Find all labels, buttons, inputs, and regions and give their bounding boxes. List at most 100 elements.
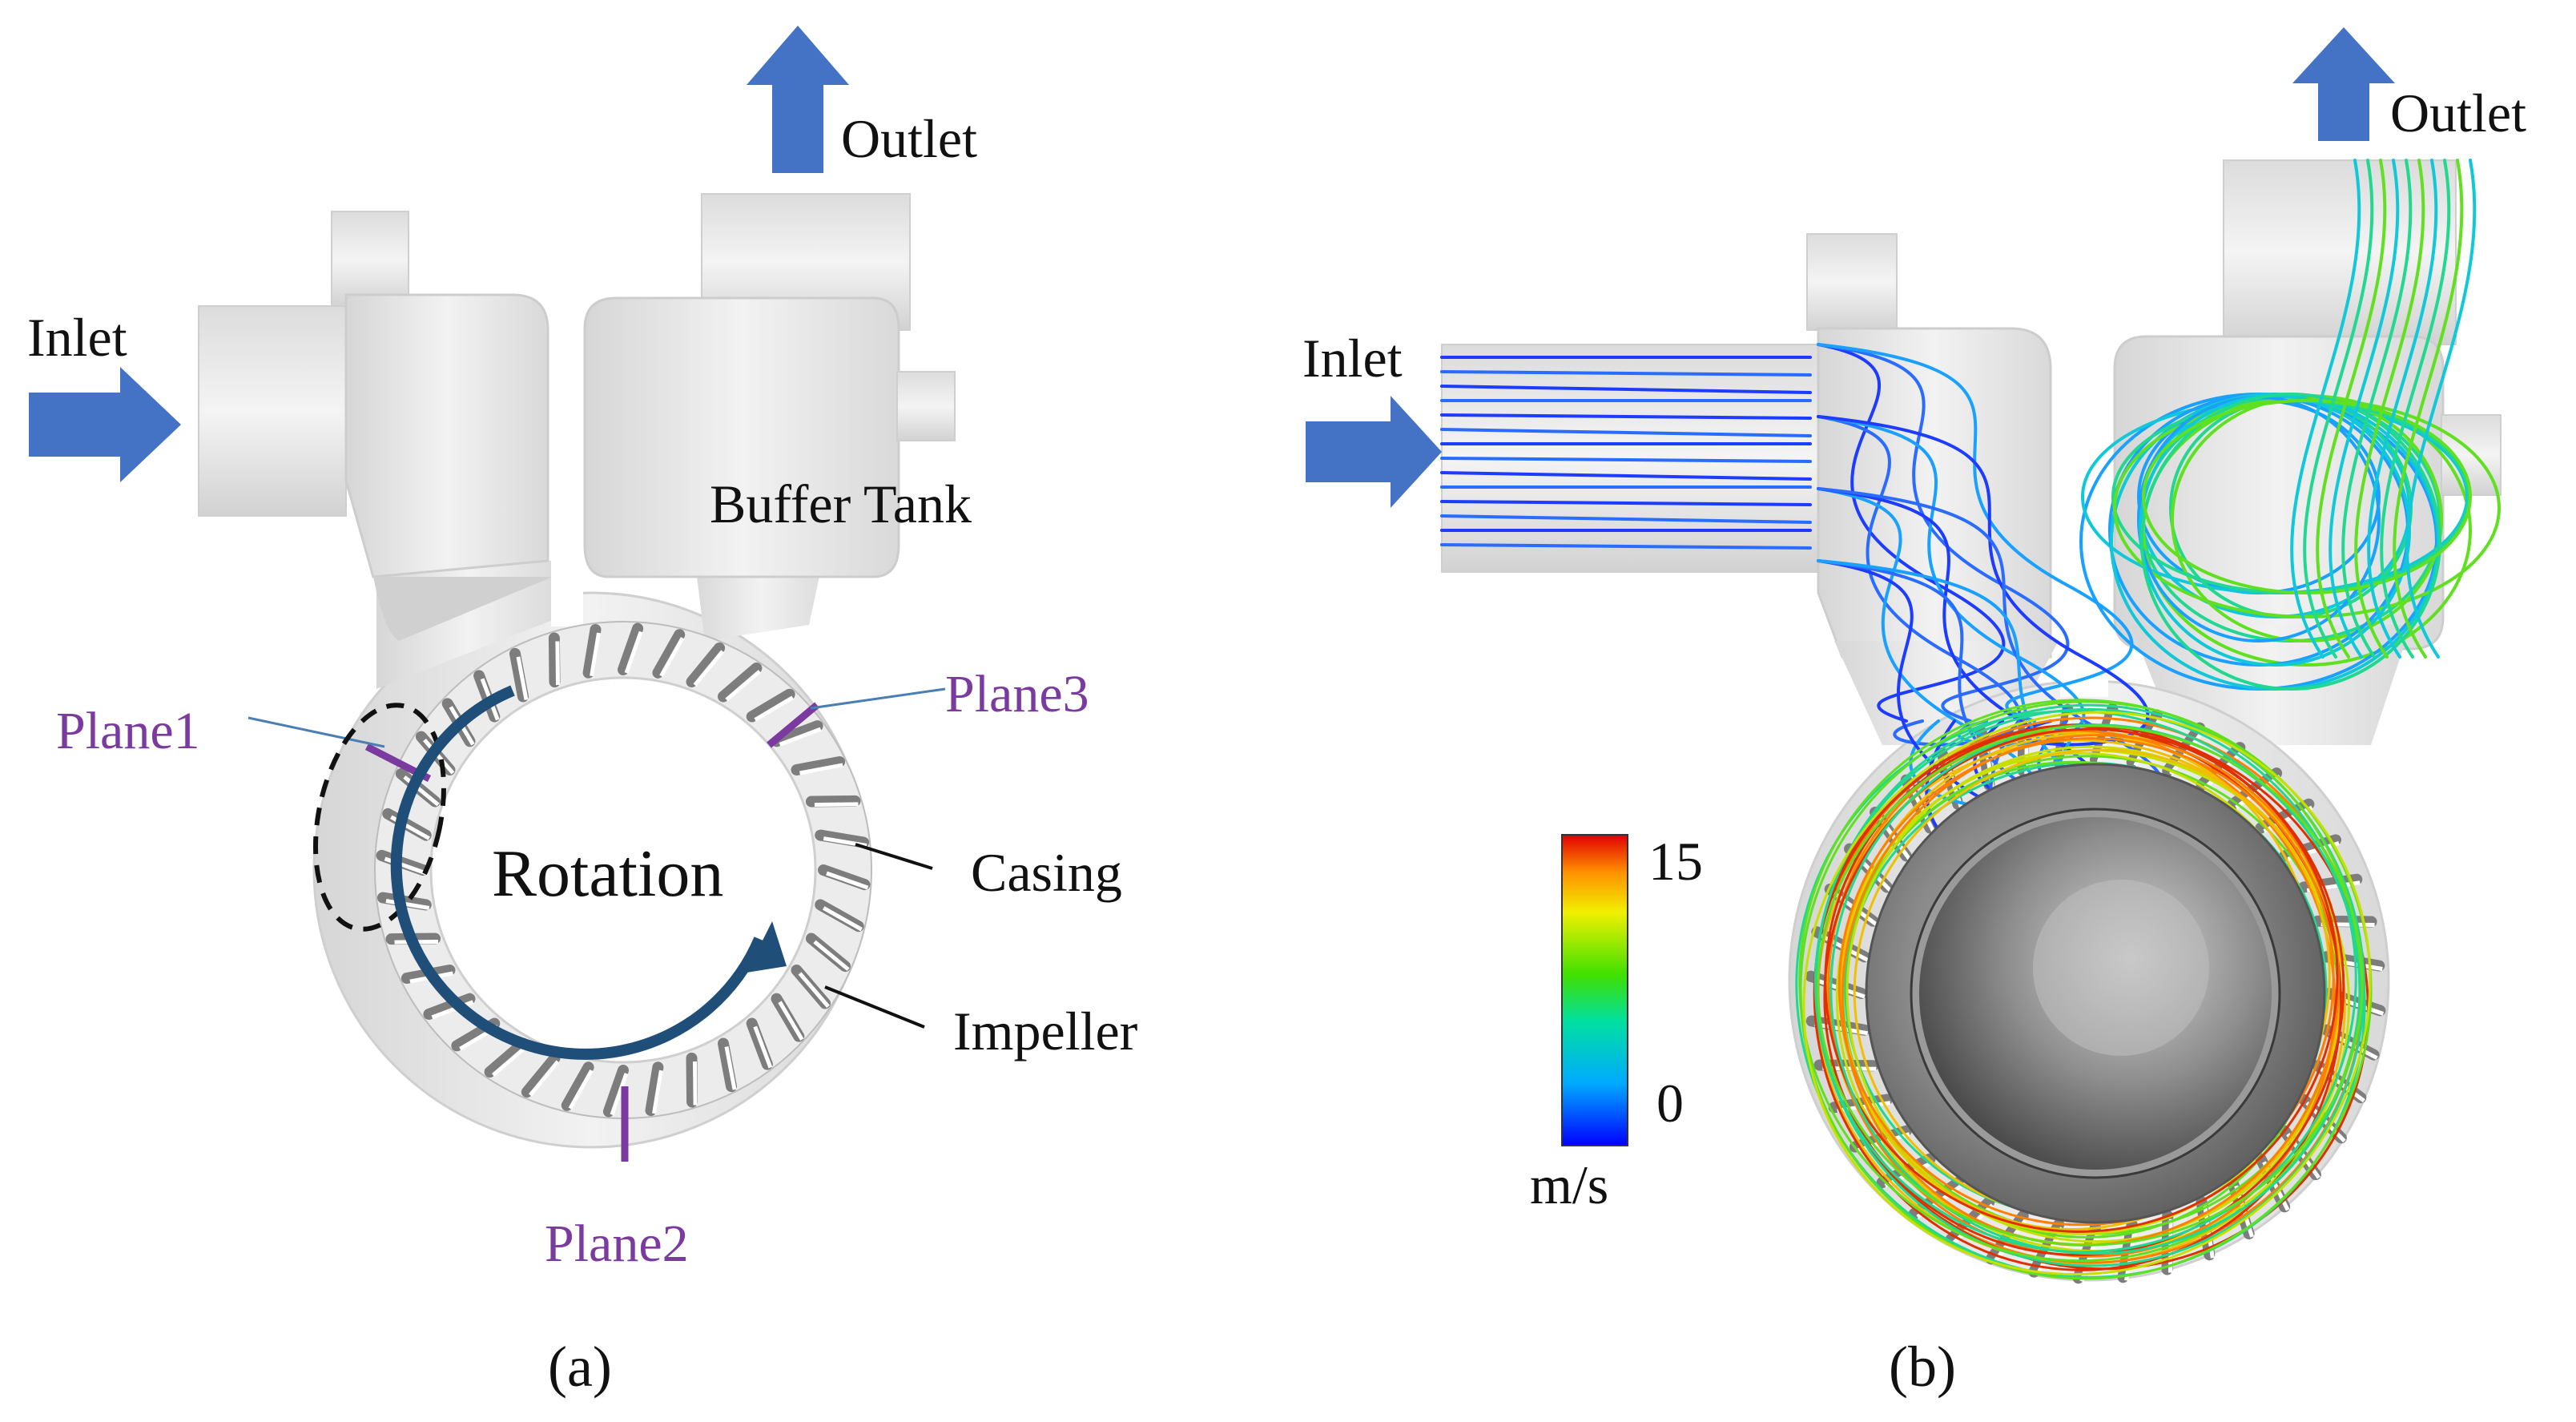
streamline <box>1813 707 2357 1254</box>
streamline <box>1823 727 2345 1256</box>
impeller-blade-highlight <box>652 1070 663 1114</box>
plane3-label: Plane3 <box>945 665 1089 723</box>
streamline <box>2316 159 2387 659</box>
impeller-blade <box>618 622 644 675</box>
rotation-arrow <box>390 685 787 1060</box>
streamline <box>2380 159 2451 659</box>
impeller-blade-highlight <box>385 899 430 910</box>
impeller-blade <box>815 829 870 848</box>
streamline <box>1817 415 2150 747</box>
plane1-label: Plane1 <box>56 702 200 760</box>
impeller-hub <box>1865 763 2326 1224</box>
impeller-blade-highlight <box>778 1001 804 1041</box>
outlet-label-b: Outlet <box>2390 83 2526 143</box>
streamline <box>1824 723 2339 1233</box>
buffer-tank-label: Buffer Tank <box>710 473 972 534</box>
impeller-blade <box>652 629 686 679</box>
impeller-blade-b-highlight <box>2203 749 2245 790</box>
impeller-blade-highlight <box>610 1073 629 1116</box>
streamline <box>2405 159 2477 659</box>
streamline <box>2303 159 2374 659</box>
impeller-blades <box>376 622 871 1118</box>
colorbar-max: 15 <box>1648 831 1703 892</box>
streamline <box>1440 500 1812 506</box>
impeller-blade <box>423 993 476 1020</box>
impeller-blade-highlight <box>590 632 601 677</box>
caption-b: (b) <box>1889 1335 1956 1399</box>
impeller-label: Impeller <box>953 1001 1138 1061</box>
impeller-blade-highlight <box>753 1025 773 1069</box>
streamline <box>2354 159 2425 659</box>
streamline <box>2367 159 2438 659</box>
impeller-blade <box>548 632 561 688</box>
casing-label: Casing <box>971 842 1122 903</box>
impeller-blade-highlight <box>659 637 685 678</box>
outlet-arrow <box>747 26 849 173</box>
impeller-blade <box>686 1052 698 1108</box>
inlet-label-b: Inlet <box>1302 328 1403 389</box>
caption-a: (a) <box>548 1335 612 1399</box>
impeller-blade-highlight <box>423 738 455 775</box>
impeller-blade <box>509 647 529 703</box>
impeller-blade-highlight <box>568 1069 594 1110</box>
impeller-blade-highlight <box>624 630 643 674</box>
streamline <box>2142 399 2472 594</box>
streamline <box>1440 370 1812 377</box>
impeller-blade <box>521 1052 561 1098</box>
outlet-arrow-b <box>2292 27 2395 141</box>
impeller-blade-highlight <box>814 802 859 807</box>
impeller-blade <box>771 720 823 747</box>
streamline <box>2341 159 2413 659</box>
inlet-arrow-b <box>1306 396 1442 508</box>
impeller-blade-highlight <box>555 641 560 686</box>
impeller-blade-highlight <box>693 650 725 687</box>
streamline <box>1440 514 1812 524</box>
rotation-label: Rotation <box>492 836 723 911</box>
impeller-blade-highlight <box>528 1060 560 1097</box>
colorbar-min: 0 <box>1656 1073 1684 1134</box>
impeller-blade-highlight <box>693 1061 698 1106</box>
streamline <box>2290 159 2361 659</box>
impeller-ring <box>374 621 872 1119</box>
impeller-blade-highlight <box>516 656 529 700</box>
streamline <box>2328 159 2400 659</box>
streamline <box>1440 385 1812 394</box>
impeller-blade-highlight <box>491 1045 528 1077</box>
streamline <box>1440 543 1812 550</box>
impeller-blade <box>746 688 795 723</box>
streamline <box>2393 159 2464 659</box>
impeller-blade-highlight <box>725 670 762 702</box>
plane2-label: Plane2 <box>545 1215 689 1273</box>
colorbar: 15 0 m/s <box>1530 831 1703 1215</box>
impeller-blade-highlight <box>826 871 869 890</box>
outlet-label-a: Outlet <box>841 108 977 169</box>
impeller-blade <box>645 1061 664 1117</box>
streamline <box>1440 413 1812 420</box>
velocity-streamlines <box>1440 159 2501 1280</box>
streamline <box>1814 723 2369 1271</box>
detail-ellipse <box>313 703 446 932</box>
panel-a: Inlet Outlet Buffer Tank Rotation Casing… <box>27 26 1138 1399</box>
impeller-blade <box>602 1065 629 1118</box>
impeller-blade <box>718 662 763 703</box>
impeller-blade-highlight <box>798 972 830 1009</box>
inlet-label-a: Inlet <box>27 307 127 368</box>
colorbar-unit: m/s <box>1530 1154 1608 1215</box>
streamline <box>1817 724 2364 1247</box>
impeller-blade-highlight <box>431 1000 474 1020</box>
panel-b: 15 0 m/s Inlet Outlet (b) <box>1302 27 2526 1399</box>
streamline <box>1440 471 1812 481</box>
impeller-blade <box>805 795 861 808</box>
impeller-blade-highlight <box>779 727 822 747</box>
impeller-blade <box>686 642 726 688</box>
impeller-blade-highlight <box>799 763 843 775</box>
streamline <box>1440 457 1812 463</box>
impeller-blade <box>791 755 846 775</box>
impeller-blade-highlight <box>724 1046 737 1090</box>
streamline <box>1440 428 1812 437</box>
impeller-blade-highlight <box>754 695 794 722</box>
impeller-blade <box>561 1061 594 1111</box>
impeller-blade-highlight <box>813 940 850 972</box>
streamline <box>1841 734 2341 1247</box>
